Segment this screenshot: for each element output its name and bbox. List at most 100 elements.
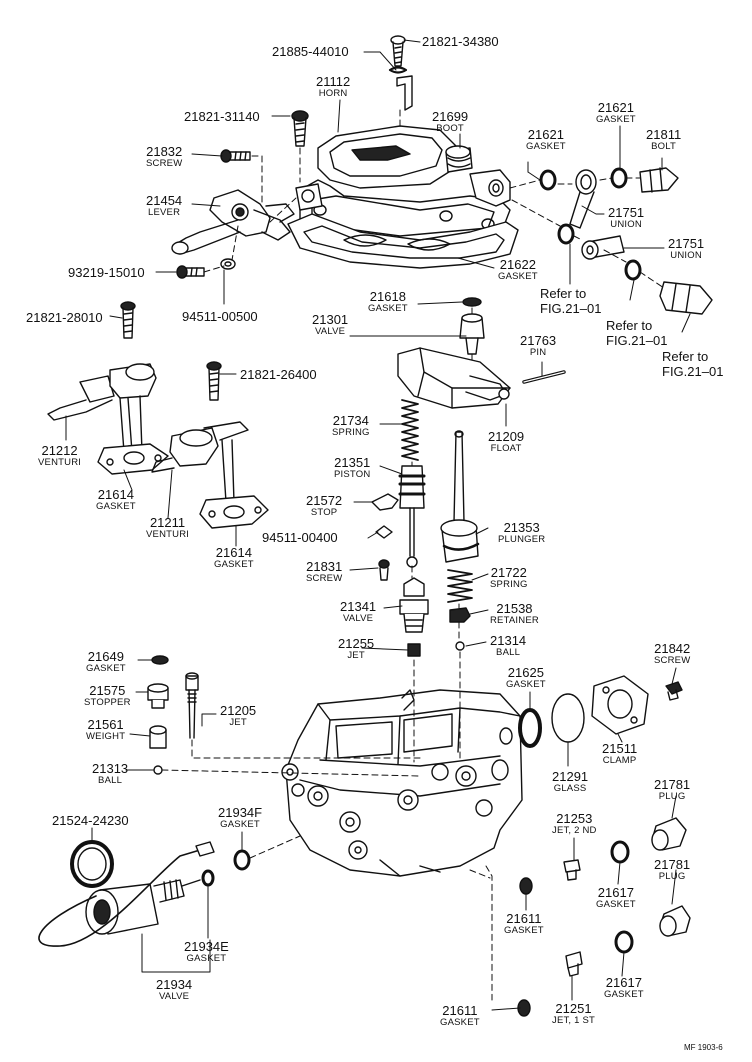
needle-valve-21301: [459, 313, 485, 355]
part-name: UNION: [610, 219, 642, 230]
part-number: 21722: [490, 565, 527, 580]
ring-21524: [70, 840, 114, 888]
part-label-p01: 21885-44010: [272, 45, 349, 58]
part-number: 21561: [87, 717, 124, 732]
part-number: 21763: [520, 333, 557, 348]
part-name: PLUNGER: [498, 534, 546, 545]
part-label-p04: 21821-31140: [184, 110, 260, 123]
part-name: VALVE: [342, 613, 374, 624]
part-name: GASKET: [86, 663, 126, 674]
screw-21831: [378, 559, 390, 581]
part-name: GASKET: [440, 1017, 480, 1028]
part-name: VENTURI: [146, 529, 190, 540]
stopper-21575: [147, 683, 169, 709]
part-number: 21611: [442, 1003, 478, 1018]
part-label-p29: 94511-00400: [262, 531, 338, 544]
jet-21251: [565, 951, 583, 977]
part-name: PLUG: [658, 791, 686, 802]
part-name: SPRING: [490, 579, 528, 590]
plug-21781-upper: [651, 817, 687, 851]
stop-21572: [371, 493, 399, 511]
part-number: 21314: [490, 633, 527, 648]
part-number: 21617: [605, 975, 642, 990]
part-name: RETAINER: [490, 615, 539, 626]
spring-21722: [447, 569, 473, 603]
part-name: JET, 1 ST: [552, 1015, 595, 1026]
part-name: JET: [347, 650, 365, 661]
valve-21341: [399, 577, 429, 633]
part-number: 21611: [506, 911, 542, 926]
part-label-p20: 21821-26400: [240, 368, 317, 381]
venturi-21212: [47, 363, 157, 453]
part-number: 21511: [602, 741, 638, 756]
part-number: 93219-15010: [68, 265, 145, 280]
part-name: BOLT: [651, 141, 677, 152]
part-name: BOOT: [436, 123, 464, 134]
gasket-21614-lower: [199, 495, 269, 529]
screw-26400: [206, 361, 222, 401]
part-number: 21781: [654, 777, 691, 792]
part-number: 21831: [306, 559, 343, 574]
part-number: 21885-44010: [272, 44, 349, 59]
part-number: 21934E: [184, 939, 229, 954]
part-name: PIN: [529, 347, 547, 358]
reference-line2: FIG.21–01: [606, 333, 668, 348]
jet-21253: [563, 859, 581, 881]
solenoid-valve-21934: [38, 841, 215, 947]
part-name: GASKET: [220, 819, 260, 830]
bolt-21811: [639, 167, 679, 193]
part-name: LEVER: [148, 207, 181, 218]
part-name: UNION: [670, 250, 702, 261]
part-number: 21351: [334, 455, 371, 470]
union-lower: [581, 235, 625, 260]
screw-93219: [176, 265, 205, 279]
part-name: GASKET: [96, 501, 136, 512]
part-label-p14: 93219-15010: [68, 266, 145, 279]
part-name: HORN: [318, 88, 348, 99]
part-number: 21614: [97, 487, 134, 502]
part-name: VALVE: [158, 991, 190, 1002]
top-screw: [390, 35, 406, 67]
part-number: 21821-28010: [26, 310, 103, 325]
gasket-21614-upper: [97, 443, 169, 475]
reference-line2: FIG.21–01: [662, 364, 724, 379]
part-number: 21617: [597, 885, 634, 900]
part-name: GASKET: [504, 925, 544, 936]
part-number: 21614: [215, 545, 252, 560]
reference-line1: Refer to: [540, 286, 587, 301]
part-name: SPRING: [332, 427, 370, 438]
reference-line1: Refer to: [662, 349, 709, 364]
part-name: SCREW: [654, 655, 691, 666]
plunger-21353: [440, 430, 480, 563]
part-number: 21212: [41, 443, 78, 458]
part-number: 21622: [499, 257, 536, 272]
part-number: 21842: [654, 641, 691, 656]
